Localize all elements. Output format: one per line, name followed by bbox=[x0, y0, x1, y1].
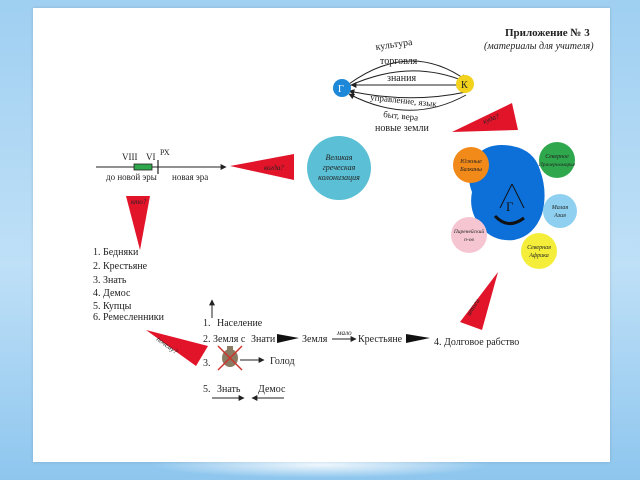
why-item-3: 3. bbox=[203, 358, 211, 369]
when-label: когда? bbox=[264, 164, 284, 172]
colonization-circle bbox=[307, 136, 371, 200]
timeline-viii: VIII bbox=[122, 152, 138, 162]
colonization-line-2: греческая bbox=[323, 163, 356, 172]
timeline-vi: VI bbox=[146, 152, 156, 162]
link-lifestyle: быт, вера bbox=[383, 109, 419, 123]
region-black-sea bbox=[539, 142, 575, 178]
node-colony bbox=[456, 75, 474, 93]
region-asia-minor bbox=[543, 194, 577, 228]
who-item: 4. Демос bbox=[93, 288, 131, 299]
who-item: 2. Крестьяне bbox=[93, 261, 148, 272]
why-demos: Демос bbox=[258, 384, 286, 395]
who-list: 1. Бедняки 2. Крестьяне 3. Знать 4. Демо… bbox=[93, 247, 165, 323]
link-trade: торговля bbox=[380, 56, 418, 67]
node-greece bbox=[333, 79, 351, 97]
region-north-africa-line-2: Африка bbox=[528, 252, 549, 259]
region-north-africa-line-1: Северная bbox=[527, 245, 551, 251]
link-knowledge: знания bbox=[387, 73, 416, 84]
appendix-subtitle: (материалы для учителя) bbox=[484, 41, 594, 52]
region-south-balkans bbox=[453, 147, 489, 183]
black-arrow bbox=[277, 334, 299, 343]
who-arrow bbox=[126, 196, 150, 250]
bottom-glow bbox=[150, 452, 490, 478]
colonization-line-1: Великая bbox=[326, 153, 353, 162]
node-greece-label: Г bbox=[338, 84, 344, 95]
timeline-ad: новая эра bbox=[172, 172, 208, 182]
who-item: 1. Бедняки bbox=[93, 247, 139, 258]
region-pyrenees bbox=[451, 217, 487, 253]
timeline-rh: РХ bbox=[160, 148, 170, 157]
region-black-sea-line-2: Причерноморье bbox=[538, 162, 576, 168]
region-south-balkans-line-2: Балканы bbox=[459, 167, 482, 173]
timeline-bc: до новой эры bbox=[106, 172, 157, 182]
link-culture: культура bbox=[375, 37, 414, 53]
why-item-5: 5. bbox=[203, 384, 211, 395]
region-black-sea-line-1: Северное bbox=[545, 154, 569, 160]
who-label: кто? bbox=[131, 198, 147, 206]
node-colony-label: К bbox=[461, 80, 468, 91]
greece-peninsula-shape bbox=[493, 214, 525, 225]
new-lands-label: новые земли bbox=[375, 123, 429, 134]
region-asia-minor-line-1: Малая bbox=[551, 205, 569, 211]
why-arrow bbox=[146, 330, 208, 366]
region-asia-minor-line-2: Азия bbox=[553, 213, 566, 219]
why-little: мало bbox=[336, 329, 352, 337]
appendix-title: Приложение № 3 bbox=[505, 27, 590, 39]
regions-map: Г Южные Балканы Северное Причерноморье М… bbox=[451, 142, 577, 269]
where-arrow bbox=[452, 103, 518, 132]
relations-diagram: культура торговля знания управление, язы… bbox=[333, 37, 474, 134]
timeline-period-bar bbox=[133, 163, 153, 171]
results-arrow bbox=[460, 272, 498, 330]
why-item-1-number: 1. bbox=[203, 318, 211, 329]
why-hunger: Голод bbox=[270, 356, 295, 367]
why-item-2: 2. Земля с bbox=[203, 334, 246, 345]
why-section: 1. Население 2. Земля с Знати Земля мало… bbox=[203, 299, 519, 401]
region-south-balkans-line-1: Южные bbox=[459, 159, 482, 165]
why-land: Земля bbox=[302, 334, 328, 345]
region-pyrenees-line-2: п-ов bbox=[464, 237, 474, 243]
who-item: 6. Ремесленники bbox=[93, 312, 165, 323]
why-nobility: Знать bbox=[217, 384, 241, 395]
when-arrow bbox=[230, 154, 294, 180]
why-peasants: Крестьяне bbox=[358, 334, 403, 345]
why-debt-slavery: 4. Долговое рабство bbox=[434, 337, 519, 348]
why-nobles: Знати bbox=[251, 334, 276, 345]
colonization-line-3: колонизация bbox=[318, 173, 360, 182]
region-north-africa bbox=[521, 233, 557, 269]
region-pyrenees-line-1: Пиренейский bbox=[453, 228, 485, 235]
who-item: 3. Знать bbox=[93, 275, 127, 286]
why-population: Население bbox=[217, 318, 263, 329]
timeline: VIII VI РХ до новой эры новая эра bbox=[96, 148, 227, 182]
black-arrow bbox=[406, 334, 430, 343]
greece-center-label: Г bbox=[506, 199, 514, 214]
who-item: 5. Купцы bbox=[93, 301, 132, 312]
